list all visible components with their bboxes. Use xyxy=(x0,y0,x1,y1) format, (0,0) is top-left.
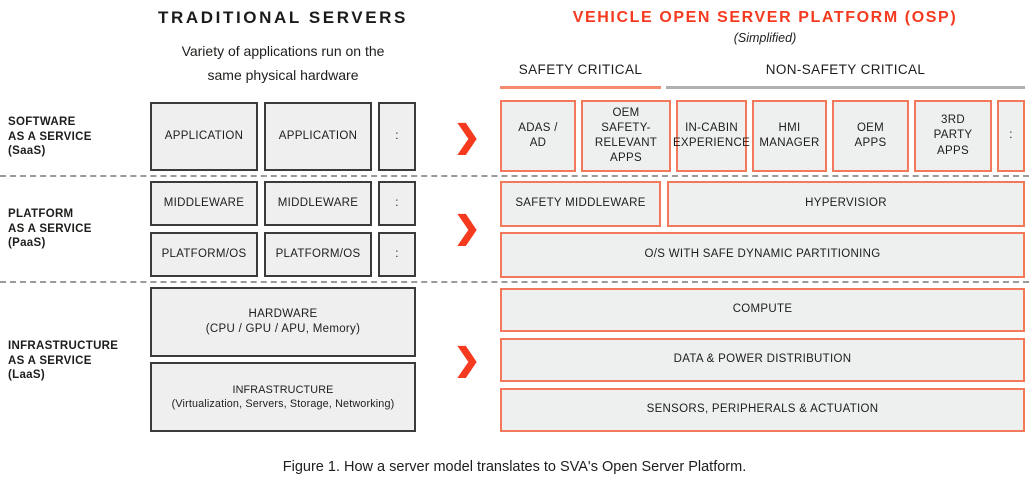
trad-application-box-2: APPLICATION xyxy=(264,102,372,171)
trad-application-ellipsis-box: : xyxy=(378,102,416,171)
osp-apps-ellipsis-box: : xyxy=(997,100,1025,172)
osp-os-partitioning-box: O/S WITH SAFE DYNAMIC PARTITIONING xyxy=(500,232,1025,278)
osp-oem-apps-box: OEM APPS xyxy=(832,100,909,172)
osp-safety-middleware-box: SAFETY MIDDLEWARE xyxy=(500,181,661,227)
non-safety-critical-underline xyxy=(666,86,1025,89)
osp-sensors-peripherals-actuation-box: SENSORS, PERIPHERALS & ACTUATION xyxy=(500,388,1025,432)
osp-hypervisor-box: HYPERVISIOR xyxy=(667,181,1025,227)
traditional-servers-subtitle: Variety of applications run on the same … xyxy=(181,43,385,83)
safety-critical-header: SAFETY CRITICAL xyxy=(518,62,643,77)
paas-layer-label: PLATFORM AS A SERVICE (PaaS) xyxy=(8,208,92,249)
trad-hardware-box: HARDWARE (CPU / GPU / APU, Memory) xyxy=(150,287,416,357)
osp-adas-ad-box: ADAS / AD xyxy=(500,100,576,172)
osp-data-power-distribution-box: DATA & POWER DISTRIBUTION xyxy=(500,338,1025,382)
trad-infrastructure-box: INFRASTRUCTURE (Virtualization, Servers,… xyxy=(150,362,416,432)
trad-middleware-box-1: MIDDLEWARE xyxy=(150,181,258,226)
osp-oem-safety-relevant-apps-box: OEM SAFETY- RELEVANT APPS xyxy=(581,100,671,172)
paas-arrow-chevron-icon: ❯ xyxy=(453,210,481,245)
laas-arrow-chevron-icon: ❯ xyxy=(453,342,481,377)
osp-3rd-party-apps-box: 3RD PARTY APPS xyxy=(914,100,992,172)
trad-application-box-1: APPLICATION xyxy=(150,102,258,171)
saas-layer-label: SOFTWARE AS A SERVICE (SaaS) xyxy=(8,116,92,157)
laas-layer-label: INFRASTRUCTURE AS A SERVICE (LaaS) xyxy=(8,340,119,381)
trad-platform-os-box-2: PLATFORM/OS xyxy=(264,232,372,277)
figure-caption: Figure 1. How a server model translates … xyxy=(282,459,747,475)
osp-in-cabin-experience-box: IN-CABIN EXPERIENCE xyxy=(673,100,750,172)
saas-paas-divider xyxy=(0,175,1029,177)
osp-subtitle: (Simplified) xyxy=(733,31,797,45)
trad-middleware-ellipsis-box: : xyxy=(378,181,416,226)
trad-platform-os-ellipsis-box: : xyxy=(378,232,416,277)
traditional-servers-title: TRADITIONAL SERVERS xyxy=(158,8,408,27)
non-safety-critical-header: NON-SAFETY CRITICAL xyxy=(765,62,926,77)
osp-compute-box: COMPUTE xyxy=(500,288,1025,332)
trad-middleware-box-2: MIDDLEWARE xyxy=(264,181,372,226)
trad-platform-os-box-1: PLATFORM/OS xyxy=(150,232,258,277)
safety-critical-underline xyxy=(500,86,661,89)
saas-arrow-chevron-icon: ❯ xyxy=(453,119,481,154)
paas-laas-divider xyxy=(0,281,1029,283)
osp-hmi-manager-box: HMI MANAGER xyxy=(752,100,827,172)
osp-title: VEHICLE OPEN SERVER PLATFORM (OSP) xyxy=(572,9,958,26)
